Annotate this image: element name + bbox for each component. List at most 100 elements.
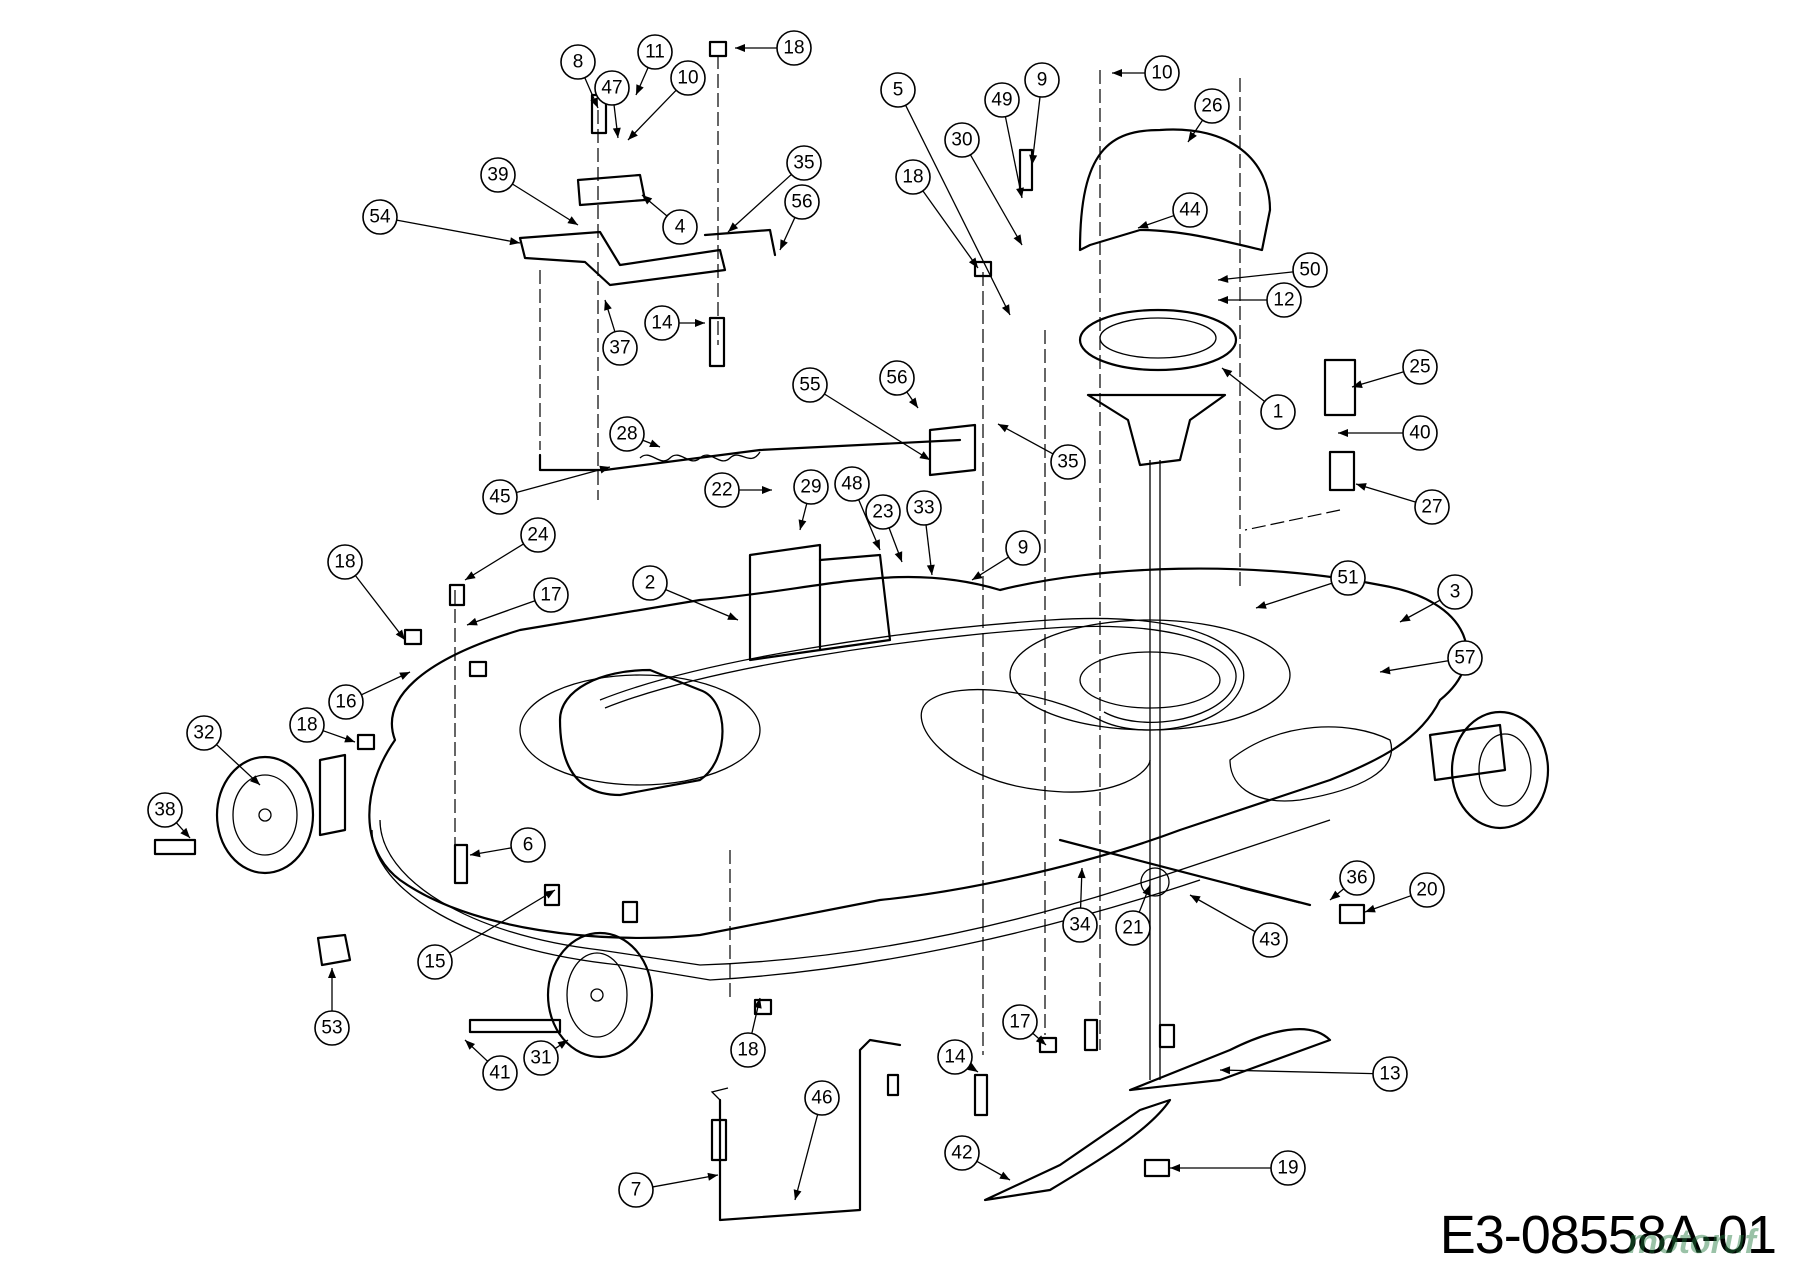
- callout-bubble: [944, 1135, 980, 1171]
- callout-number: 35: [1057, 452, 1078, 473]
- leader-line: [652, 1174, 719, 1188]
- callout-9: 9: [971, 530, 1041, 581]
- leader-line: [1031, 96, 1041, 166]
- callout-50: 50: [1217, 252, 1328, 288]
- callout-bubble: [523, 1040, 559, 1076]
- callout-54: 54: [362, 199, 521, 246]
- leader-arrowhead: [612, 127, 621, 138]
- drawing-code: E3-08558A-01: [1439, 1205, 1777, 1265]
- callout-number: 23: [872, 502, 893, 523]
- callout-bubble: [632, 565, 668, 601]
- callout-bubble: [1172, 192, 1208, 228]
- callout-45: 45: [482, 465, 611, 515]
- callout-1: 1: [1221, 367, 1296, 430]
- callout-number: 21: [1122, 918, 1143, 939]
- leader-arrowhead: [636, 84, 644, 95]
- callout-23: 23: [865, 494, 903, 563]
- callout-bubble: [637, 34, 673, 70]
- callout-43: 43: [1189, 894, 1288, 958]
- leader-arrowhead: [1256, 601, 1267, 609]
- callout-56: 56: [879, 360, 919, 409]
- callout-4: 4: [641, 194, 698, 245]
- mower-blades: [983, 1028, 1332, 1202]
- callout-number: 9: [1037, 70, 1048, 91]
- callout-bubble: [314, 1010, 350, 1046]
- leader-arrowhead: [1035, 1035, 1046, 1045]
- leader-line: [1219, 1069, 1374, 1075]
- callout-bubble: [609, 416, 645, 452]
- wheel-right: [1450, 710, 1550, 830]
- callout-bubble: [1062, 907, 1098, 943]
- leader-line: [922, 190, 979, 269]
- callout-number: 3: [1450, 582, 1461, 603]
- callout-number: 43: [1259, 930, 1280, 951]
- callout-53: 53: [314, 968, 350, 1046]
- callout-bubble: [937, 1039, 973, 1075]
- callout-number: 27: [1421, 497, 1442, 518]
- leader-arrowhead: [467, 617, 478, 626]
- leader-arrowhead: [780, 239, 788, 250]
- callout-44: 44: [1137, 192, 1208, 229]
- leader-arrowhead: [728, 222, 739, 232]
- callout-35: 35: [997, 423, 1086, 480]
- leader-arrowhead: [727, 612, 738, 620]
- callout-bubble: [1372, 1056, 1408, 1092]
- callout-bubble: [510, 827, 546, 863]
- callout-number: 18: [783, 38, 804, 59]
- mower-deck: [318, 543, 1507, 981]
- callout-30: 30: [944, 122, 1023, 246]
- callout-bubble: [1024, 62, 1060, 98]
- callout-bubble: [1050, 444, 1086, 480]
- leader-arrowhead: [972, 571, 983, 580]
- callout-55: 55: [792, 367, 931, 461]
- callout-25: 25: [1351, 349, 1438, 389]
- callout-number: 8: [573, 52, 584, 73]
- leader-line: [1004, 116, 1023, 199]
- callout-bubble: [618, 1172, 654, 1208]
- callout-18: 18: [735, 30, 812, 66]
- callout-46: 46: [793, 1080, 840, 1201]
- callout-bubble: [482, 1055, 518, 1091]
- callout-number: 14: [944, 1047, 966, 1068]
- callout-5: 5: [880, 72, 1011, 316]
- callout-number: 18: [334, 552, 355, 573]
- callout-number: 6: [523, 835, 534, 856]
- callout-18: 18: [327, 544, 406, 641]
- leader-arrowhead: [642, 195, 653, 205]
- callout-number: 18: [902, 167, 923, 188]
- callout-bubble: [1260, 394, 1296, 430]
- callout-number: 17: [1009, 1012, 1030, 1033]
- leader-arrowhead: [599, 465, 610, 474]
- leader-arrowhead: [1138, 220, 1149, 229]
- callout-6: 6: [469, 827, 546, 863]
- leader-arrowhead: [1365, 904, 1376, 913]
- assembly-guide-lines: [454, 55, 1341, 1055]
- leader-arrowhead: [999, 1171, 1010, 1180]
- callout-24: 24: [464, 517, 556, 581]
- callout-number: 14: [651, 313, 673, 334]
- leader-arrowhead: [1352, 380, 1363, 389]
- callout-number: 37: [609, 338, 630, 359]
- callout-bubble: [1252, 922, 1288, 958]
- spindle-pulley-assembly: [1078, 128, 1272, 1080]
- leader-arrowhead: [557, 1040, 568, 1049]
- leader-arrowhead: [753, 998, 762, 1009]
- callout-number: 56: [886, 368, 907, 389]
- callout-bubble: [594, 70, 630, 106]
- watermark-logo: motoruf: [1627, 1223, 1756, 1261]
- callout-36: 36: [1329, 860, 1375, 901]
- callout-bubble: [880, 72, 916, 108]
- callout-37: 37: [602, 299, 638, 366]
- callout-bubble: [1005, 530, 1041, 566]
- callout-bubble: [1270, 1150, 1306, 1186]
- callout-bubble: [327, 544, 363, 580]
- callout-bubble: [834, 466, 870, 502]
- callout-number: 15: [424, 952, 445, 973]
- callout-13: 13: [1219, 1056, 1408, 1092]
- callout-40: 40: [1338, 415, 1438, 451]
- callout-number: 17: [540, 585, 561, 606]
- callout-bubble: [662, 209, 698, 245]
- callout-number: 42: [951, 1143, 972, 1164]
- callout-15: 15: [417, 889, 556, 980]
- callout-33: 33: [906, 490, 942, 576]
